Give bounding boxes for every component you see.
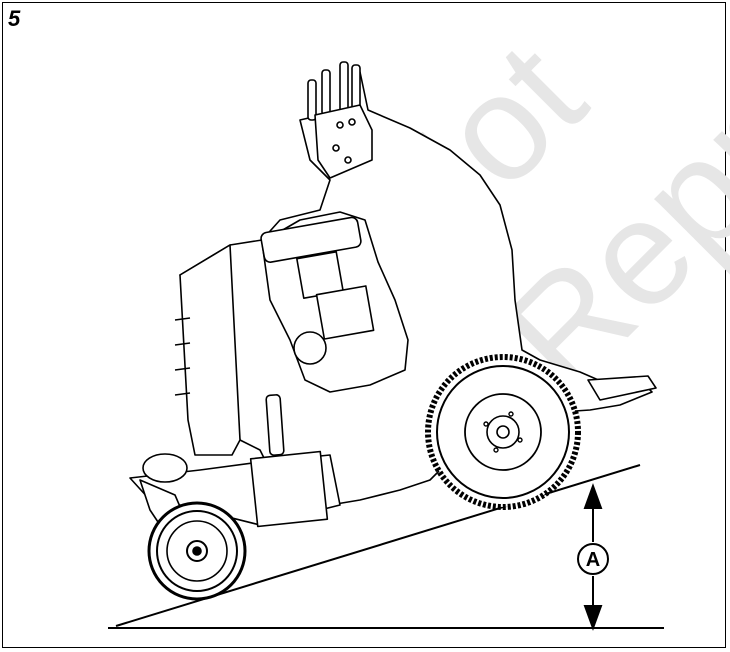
front-caster-wheel bbox=[147, 501, 247, 601]
arrow-down-icon bbox=[583, 605, 603, 631]
callout-label-a: A bbox=[586, 549, 600, 571]
rear-wheel bbox=[425, 354, 581, 510]
arrow-up-icon bbox=[583, 483, 603, 509]
figure-number: 5 bbox=[8, 6, 21, 31]
machine-body bbox=[129, 61, 657, 541]
callout-circle bbox=[577, 543, 609, 575]
dimension-a-marker bbox=[577, 483, 609, 631]
